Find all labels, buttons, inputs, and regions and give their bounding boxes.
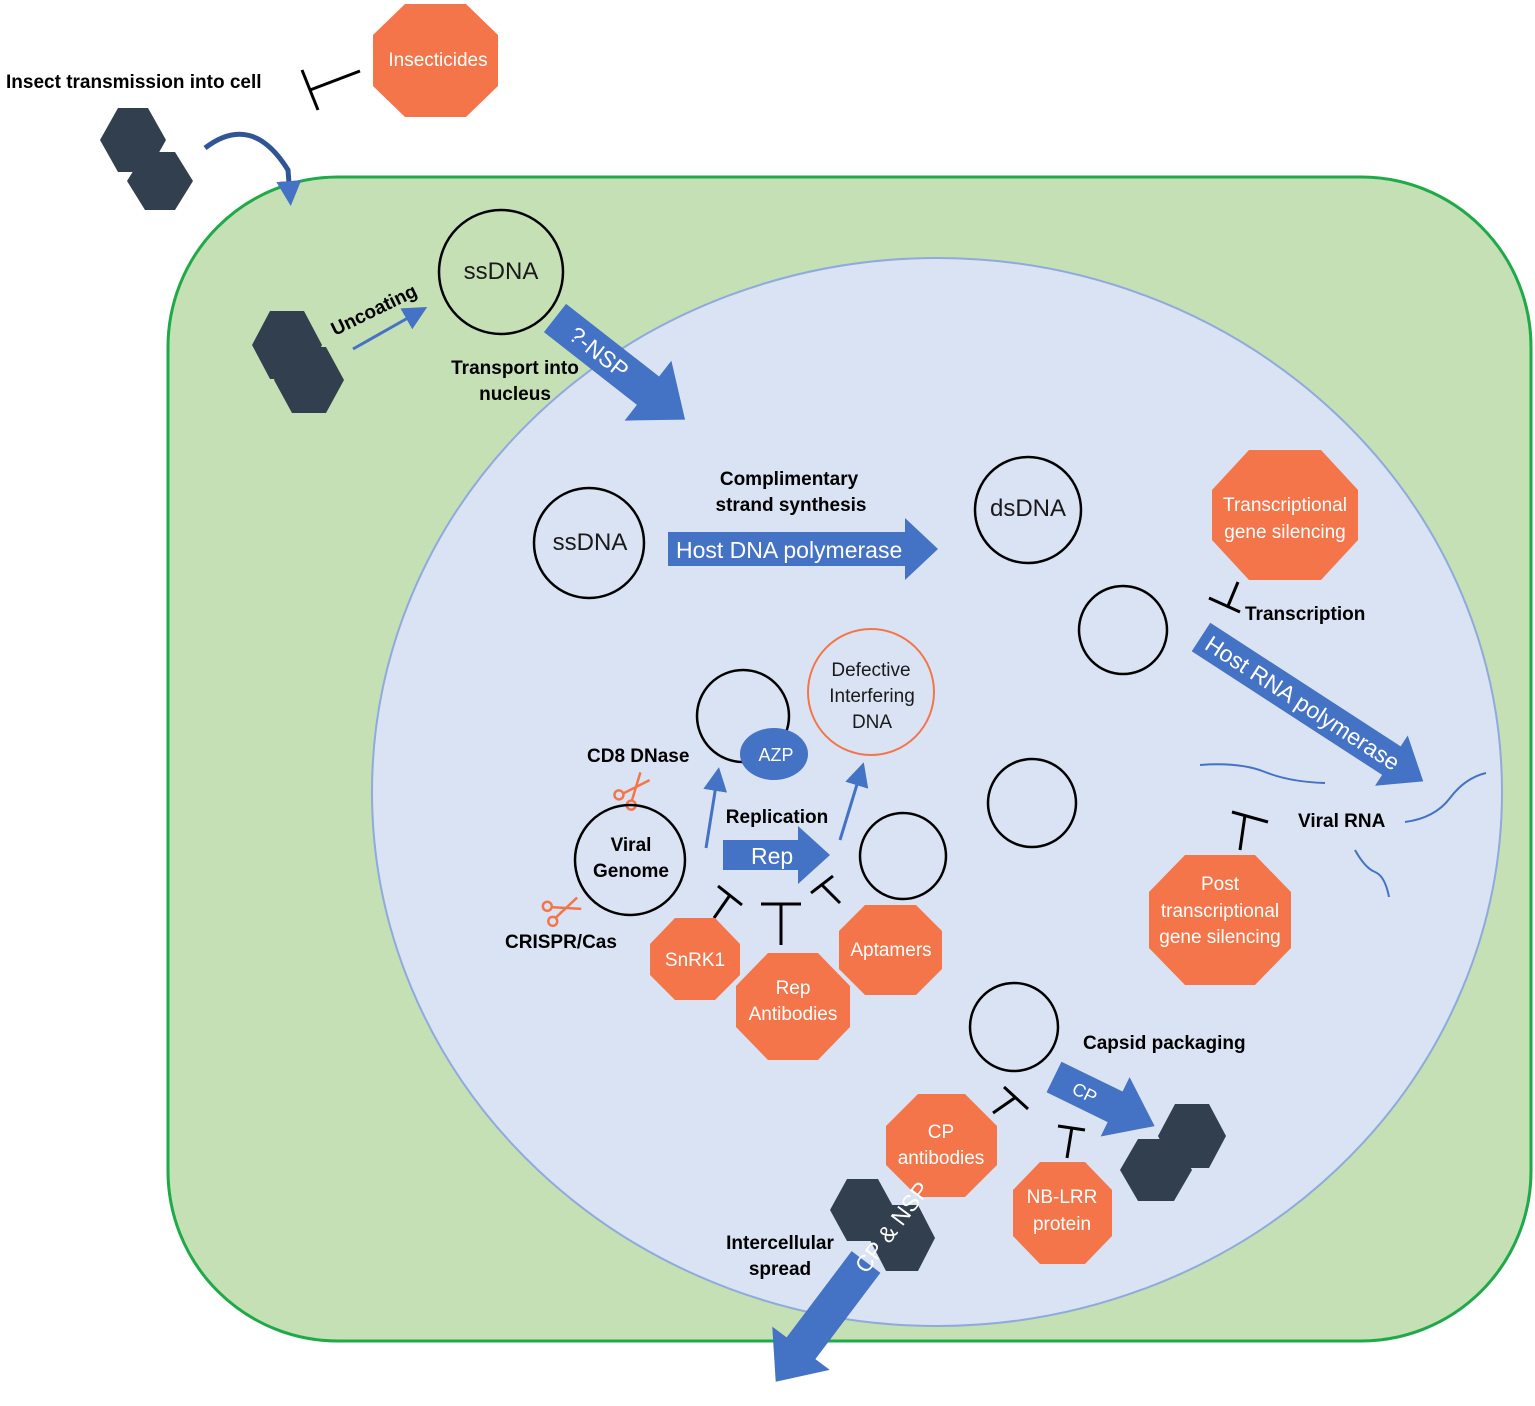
ssdna-nucleus-circle	[532, 486, 646, 600]
capsid-packaging-label: Capsid packaging	[1083, 1033, 1246, 1054]
snrk1-inhibition	[712, 884, 743, 919]
replication-label: Replication	[726, 807, 828, 828]
uncoating-arrow	[352, 307, 428, 351]
tgs-label-line1: Transcriptional	[1223, 495, 1347, 516]
rep-antibodies-block: Rep Antibodies	[736, 953, 850, 1060]
snrk1-block: SnRK1	[650, 918, 740, 1000]
template-circle	[1077, 584, 1169, 676]
host-dna-polymerase-label: Host DNA polymerase	[676, 537, 902, 563]
nblrr-inhibition	[1057, 1124, 1086, 1159]
viral-rna-strands	[1199, 763, 1487, 898]
ptgs-block: Post transcriptional gene silencing	[1149, 855, 1291, 985]
azp-label: AZP	[758, 745, 793, 765]
ptgs-label-line2: transcriptional	[1161, 901, 1279, 922]
nblrr-label-line2: protein	[1033, 1214, 1091, 1235]
transport-label-line1: Transport into	[451, 358, 579, 379]
aptamers-octagon	[839, 905, 942, 995]
rep-arrow: Rep	[723, 826, 830, 884]
snrk1-octagon	[650, 918, 740, 1000]
insecticides-inhibition	[300, 69, 361, 111]
replicated-genome-circle	[858, 811, 948, 901]
spread-label-line1: Intercellular	[726, 1233, 834, 1254]
tgs-inhibition	[1208, 581, 1241, 614]
rep-arrow-label: Rep	[751, 843, 793, 869]
virion-packaged	[1120, 1104, 1226, 1201]
dsdna-label: dsDNA	[990, 495, 1066, 522]
tgs-block: Transcriptional gene silencing	[1212, 450, 1358, 580]
tgs-label-line2: gene silencing	[1224, 522, 1345, 543]
cd8-dnase-label: CD8 DNase	[587, 746, 689, 767]
entry-arrow	[203, 131, 302, 206]
rep-antibodies-label-line2: Antibodies	[749, 1004, 838, 1025]
azp-ellipse	[740, 728, 808, 780]
nblrr-label-line1: NB-LRR	[1027, 1187, 1098, 1208]
aptamers-block: Aptamers	[839, 905, 942, 995]
rep-antibodies-octagon	[736, 953, 850, 1060]
transcription-label: Transcription	[1245, 604, 1365, 625]
comp-strand-label-line1: Complimentary	[720, 469, 859, 490]
host-dna-polymerase-arrow: Host DNA polymerase	[668, 518, 938, 580]
defective-arrow	[838, 762, 869, 841]
ptgs-octagon	[1149, 855, 1291, 985]
nsp-arrow: ?-NSP	[543, 303, 686, 421]
crispr-label: CRISPR/Cas	[505, 932, 617, 953]
snrk1-label: SnRK1	[665, 950, 725, 971]
viral-genome-circle	[573, 803, 687, 917]
aptamers-inhibition	[810, 874, 842, 905]
defective-dna-label-line1: Defective	[831, 660, 910, 681]
nblrr-octagon	[1013, 1162, 1112, 1264]
comp-strand-label-line2: strand synthesis	[716, 495, 867, 516]
cp-arrow: CP	[1046, 1061, 1155, 1137]
viral-genome-label-line2: Genome	[593, 861, 669, 882]
insecticides-block: Insecticides	[373, 4, 498, 117]
ptgs-label-line1: Post	[1201, 874, 1240, 895]
ssdna-cytoplasm-label: ssDNA	[464, 258, 539, 285]
dsdna-circle	[973, 455, 1083, 565]
azp-arrow	[703, 767, 728, 849]
defective-dna-label-line2: Interfering	[829, 686, 915, 707]
crispr-scissors-icon	[541, 896, 582, 928]
rep-antibodies-label-line1: Rep	[776, 978, 811, 999]
cp-antibodies-inhibition	[992, 1085, 1030, 1115]
ssdna-cytoplasm-circle	[437, 208, 565, 336]
insect-transmission-label: Insect transmission into cell	[6, 72, 262, 93]
virion-uncoating	[252, 311, 344, 413]
rep-antibodies-inhibition	[761, 902, 801, 945]
cp-antibodies-label-line1: CP	[928, 1122, 954, 1143]
ssdna-nucleus-label: ssDNA	[553, 529, 628, 556]
viral-genome-label-line1: Viral	[611, 835, 652, 856]
ptgs-inhibition	[1231, 810, 1269, 851]
cp-antibodies-label-line2: antibodies	[898, 1148, 985, 1169]
cd8-scissors-icon	[613, 772, 651, 811]
virion-outside	[100, 108, 193, 210]
insecticides-label: Insecticides	[388, 50, 487, 71]
nblrr-block: NB-LRR protein	[1013, 1162, 1112, 1264]
defective-dna-circle	[807, 628, 935, 756]
aptamers-label: Aptamers	[850, 940, 931, 961]
nuclear-genome-circle	[986, 757, 1078, 849]
viral-rna-label: Viral RNA	[1298, 811, 1386, 832]
ptgs-label-line3: gene silencing	[1159, 927, 1280, 948]
spread-label-line2: spread	[749, 1259, 811, 1280]
cp-antibodies-octagon	[886, 1094, 997, 1197]
tgs-octagon	[1212, 450, 1358, 580]
transport-label-line2: nucleus	[479, 384, 551, 405]
cp-antibodies-block: CP antibodies	[886, 1094, 997, 1197]
virion-spread	[830, 1179, 935, 1271]
defective-dna-label-line3: DNA	[852, 712, 892, 733]
insecticides-octagon	[373, 4, 498, 117]
packaging-genome-circle	[968, 981, 1060, 1073]
